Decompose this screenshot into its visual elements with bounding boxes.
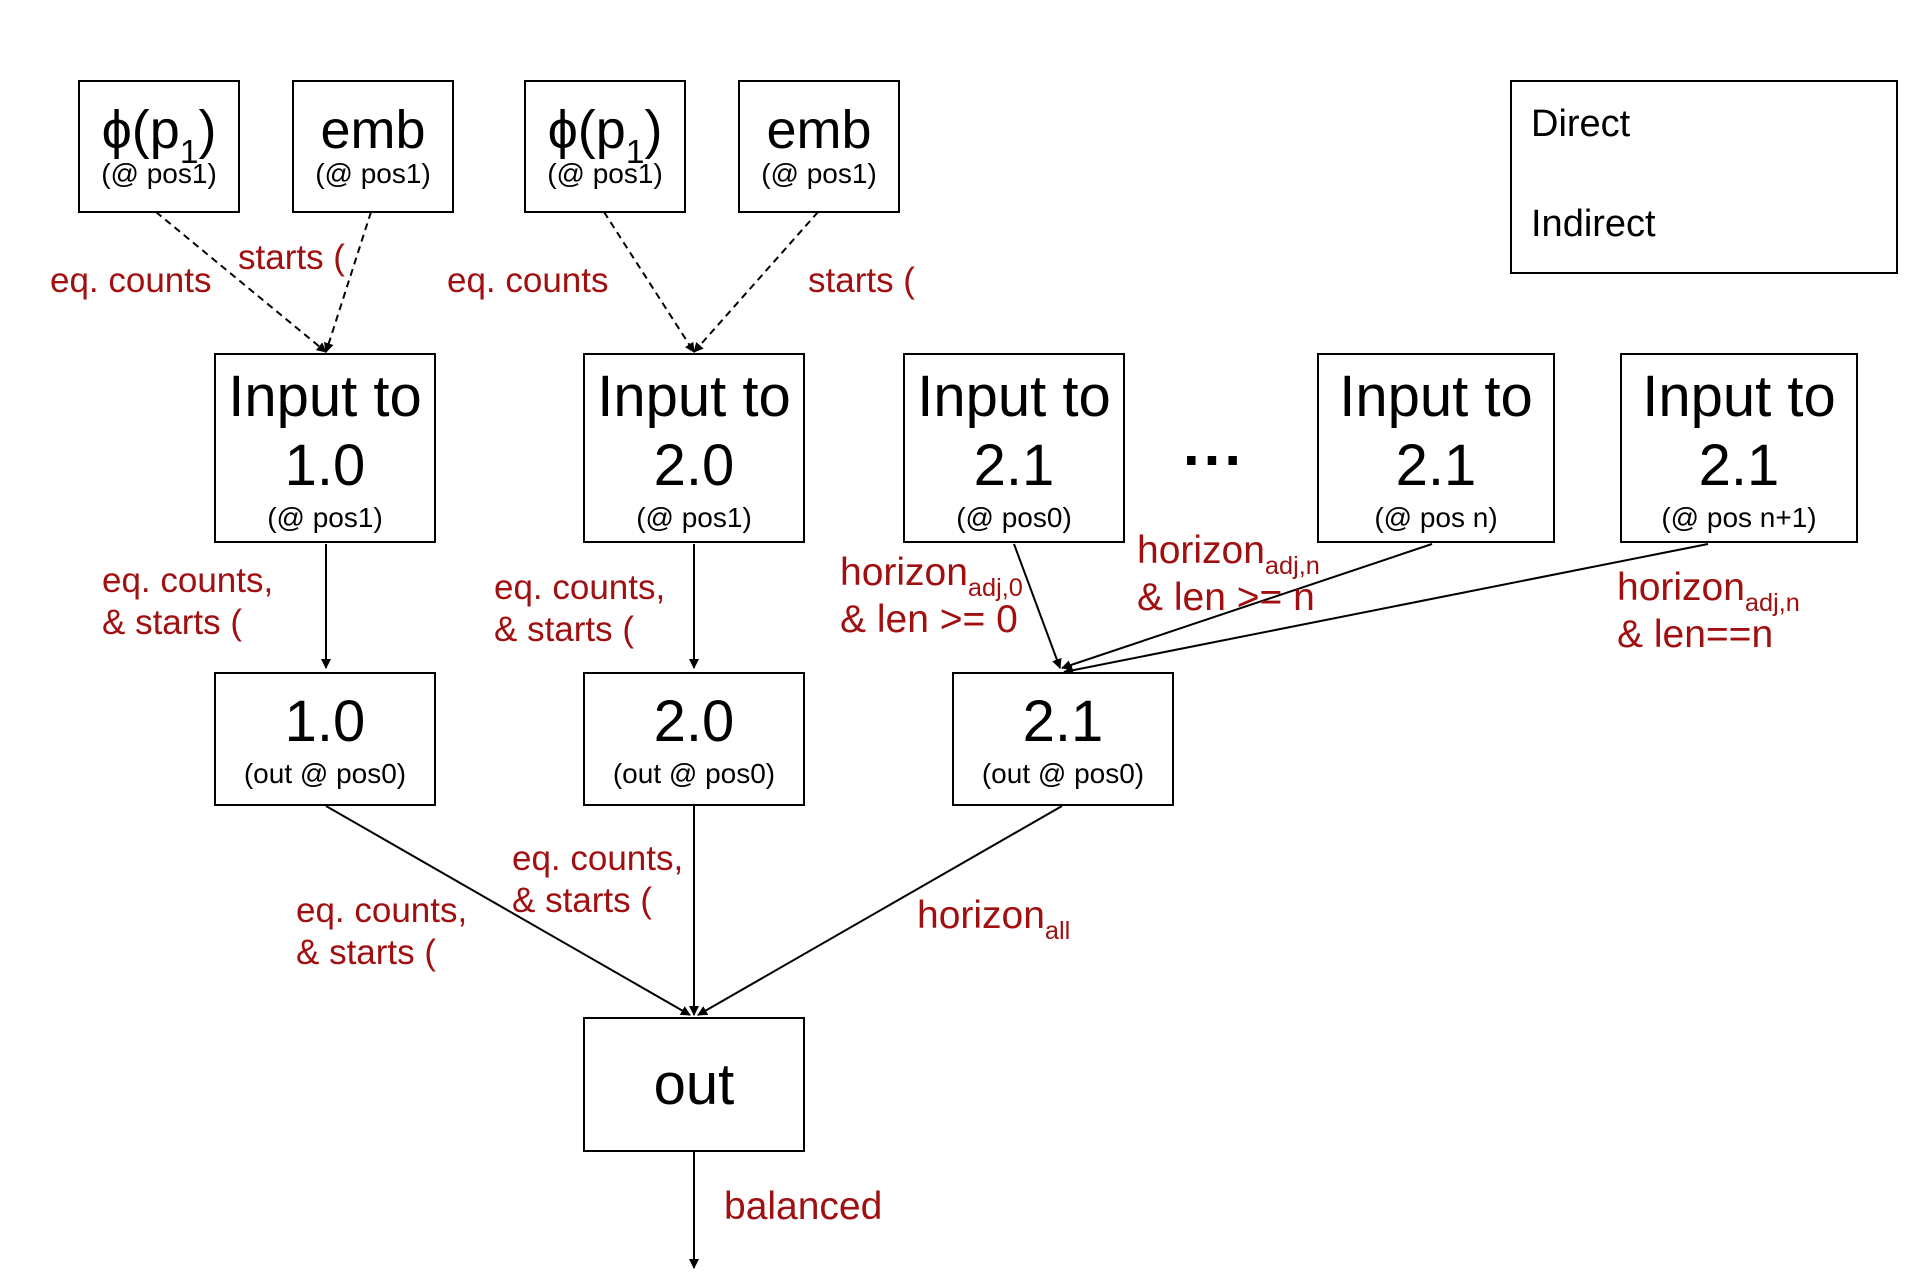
label-balanced: balanced [724,1185,883,1228]
node-position: (@ pos1) [547,157,663,189]
edge-1.0-to-out [325,805,691,1016]
node-main: ϕ(p [547,99,626,160]
edge-2.1-to-out [697,805,1063,1016]
edge-input21c-to-2.1 [1063,543,1709,676]
node-input-to-2.1-posn: Input to 2.1 (@ pos n) [1317,353,1555,543]
node-close: ) [644,99,663,160]
edge-input21a-to-2.1 [1013,543,1062,669]
label-line2: & starts ( [494,610,635,649]
node-line1: Input to [917,363,1111,429]
node-2.0: 2.0 (out @ pos0) [583,672,805,806]
node-position: (out @ pos0) [243,758,407,789]
label-main: horizon [1617,566,1745,609]
node-input-to-1.0: Input to 1.0 (@ pos1) [214,353,436,543]
label-subscript: adj,0 [967,574,1023,603]
label-input20-edge: eq. counts, & starts ( [494,567,665,651]
node-position: (@ pos1) [636,501,752,533]
label-eq-counts-2: eq. counts [447,261,609,300]
node-line1: Input to [228,363,422,429]
node-position: (out @ pos0) [612,758,776,789]
edge-emb1-to-input10 [323,211,372,353]
label-line1: eq. counts, [494,568,666,607]
node-2.1: 2.1 (out @ pos0) [952,672,1174,806]
label-line2: & starts ( [296,933,437,972]
legend-direct-label: Direct [1531,103,1631,145]
node-input-to-2.1-posn1: Input to 2.1 (@ pos n+1) [1620,353,1858,543]
label-horizon-all: horizonall [917,893,1070,945]
node-line2: 2.1 [973,433,1055,499]
label-input10-edge: eq. counts, & starts ( [102,560,273,644]
node-position: (@ pos1) [315,157,431,189]
label-line2: & len==n [1617,612,1774,656]
label-subscript: adj,n [1744,589,1800,618]
edge-emb2-to-input20 [693,211,819,353]
node-line1: Input to [597,363,791,429]
node-main: out [653,1051,735,1117]
label-eq-counts-1: eq. counts [50,261,212,300]
label-line2: & starts ( [102,603,243,642]
node-out: out [583,1017,805,1152]
label-line1: eq. counts, [102,561,274,600]
node-position: (@ pos n+1) [1661,501,1817,533]
label-horizon-adj-0: horizonadj,0 & len >= 0 [840,550,1023,644]
node-position: (@ pos0) [956,501,1072,533]
node-line2: 2.1 [1698,433,1780,499]
label-horizon-adj-n-len-eq: horizonadj,n & len==n [1617,565,1800,659]
node-line1: Input to [1339,363,1533,429]
node-input-to-2.1-pos0: Input to 2.1 (@ pos0) [903,353,1125,543]
node-position: (@ pos n) [1374,501,1498,533]
label-line2: & len >= 0 [840,597,1018,641]
label-2.0-to-out: eq. counts, & starts ( [512,838,683,922]
label-main: horizon [1137,529,1265,572]
node-position: (out @ pos0) [981,758,1145,789]
node-position: (@ pos1) [267,501,383,533]
node-phi-p1-b: ϕ(p1) (@ pos1) [524,80,686,213]
edge-phi2-to-input20 [603,211,695,353]
legend-indirect-label: Indirect [1531,203,1656,245]
label-main: horizon [917,894,1045,937]
node-position: (@ pos1) [101,157,217,189]
node-subscript: 1 [179,133,199,171]
node-input-to-2.0: Input to 2.0 (@ pos1) [583,353,805,543]
node-line2: 1.0 [284,433,366,499]
node-line1: Input to [1642,363,1836,429]
legend-box [1510,80,1898,274]
node-close: ) [198,99,217,160]
node-emb-b: emb (@ pos1) [738,80,900,213]
label-line2: & starts ( [512,881,653,920]
node-line2: 2.0 [653,433,735,499]
node-line2: 2.1 [1395,433,1477,499]
label-subscript: all [1044,917,1071,946]
node-position: (@ pos1) [761,157,877,189]
node-main: 2.0 [653,689,735,755]
node-main: 2.1 [1022,689,1104,755]
ellipsis: ... [1183,411,1246,478]
label-line2: & len >= n [1137,575,1315,619]
label-subscript: adj,n [1264,552,1320,581]
node-main: emb [320,99,426,160]
node-1.0: 1.0 (out @ pos0) [214,672,436,806]
label-line1: eq. counts, [512,839,684,878]
label-line1: eq. counts, [296,891,468,930]
label-starts-2: starts ( [808,261,915,300]
node-main: emb [766,99,872,160]
edge-input21b-to-2.1 [1061,543,1433,670]
node-phi-p1-a: ϕ(p1) (@ pos1) [78,80,240,213]
node-main: ϕ(p [101,99,180,160]
label-main: horizon [840,551,968,594]
node-main: 1.0 [284,689,366,755]
label-horizon-adj-n: horizonadj,n & len >= n [1137,528,1320,622]
node-emb-a: emb (@ pos1) [292,80,454,213]
node-subscript: 1 [625,133,645,171]
edge-phi1-to-input10 [155,211,327,353]
label-1.0-to-out: eq. counts, & starts ( [296,890,467,974]
label-starts-1: starts ( [238,238,345,277]
